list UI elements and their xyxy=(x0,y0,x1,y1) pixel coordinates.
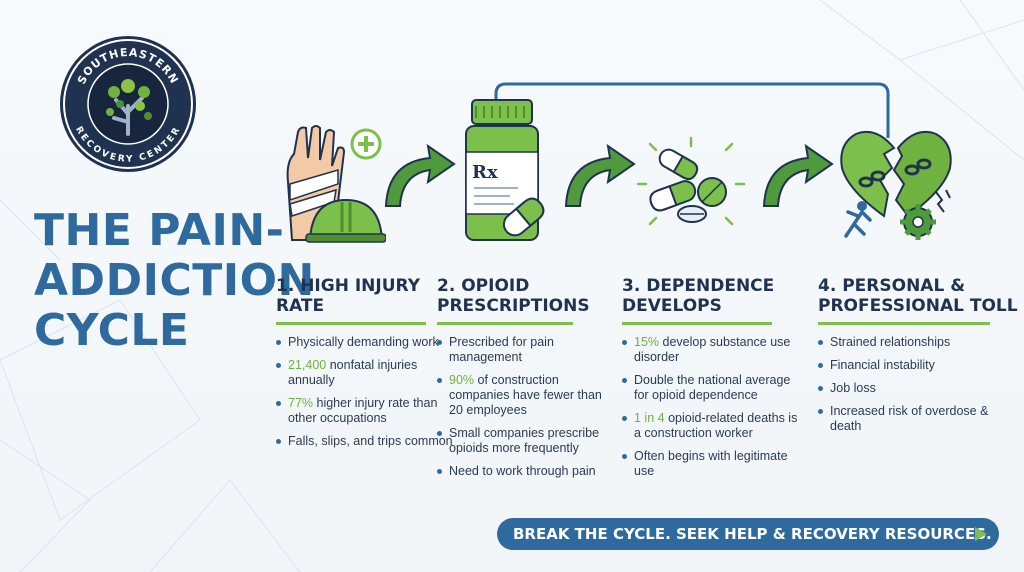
bullet-list: Prescribed for pain management 90% of co… xyxy=(437,335,617,479)
list-item: Prescribed for pain management xyxy=(437,335,617,365)
list-item: Physically demanding work xyxy=(276,335,456,350)
list-item: Strained relationships xyxy=(818,335,1014,350)
step-title-line: PROFESSIONAL TOLL xyxy=(818,296,1018,316)
title-underline xyxy=(622,322,772,325)
broken-heart-icon xyxy=(840,130,952,240)
list-item: Often begins with legitimate use xyxy=(622,449,802,479)
list-item: Job loss xyxy=(818,381,1014,396)
step-title-line: 4. PERSONAL & xyxy=(818,276,966,296)
title-line-1: THE PAIN- xyxy=(34,205,285,256)
flow-arrow-icon xyxy=(762,143,834,207)
step-1-injury-rate: 1. HIGH INJURY RATE Physically demanding… xyxy=(276,276,456,457)
prescription-bottle-icon: Rx xyxy=(465,99,545,241)
title-underline xyxy=(818,322,990,325)
seek-help-button[interactable]: BREAK THE CYCLE. SEEK HELP & RECOVERY RE… xyxy=(497,518,999,550)
flow-arrow-icon xyxy=(384,143,456,207)
list-item: Falls, slips, and trips common xyxy=(276,434,456,449)
bullet-list: Physically demanding work 21,400 nonfata… xyxy=(276,335,456,449)
step-title: 3. DEPENDENCE DEVELOPS xyxy=(622,276,802,316)
list-item: 77% higher injury rate than other occupa… xyxy=(276,396,456,426)
list-item: 1 in 4 opioid-related deaths is a constr… xyxy=(622,411,802,441)
step-title-line: RATE xyxy=(276,296,325,316)
step-3-dependence-develops: 3. DEPENDENCE DEVELOPS 15% develop subst… xyxy=(622,276,802,487)
title-line-2: ADDICTION xyxy=(34,255,315,306)
flow-arrow-icon xyxy=(564,143,636,207)
step-title-line: PRESCRIPTIONS xyxy=(437,296,590,316)
play-icon xyxy=(975,527,987,541)
rx-label: Rx xyxy=(472,162,498,183)
bullet-list: 15% develop substance use disorder Doubl… xyxy=(622,335,802,479)
title-underline xyxy=(437,322,573,325)
list-item: Double the national average for opioid d… xyxy=(622,373,802,403)
southeastern-recovery-logo: SOUTHEASTERN RECOVERY CENTER xyxy=(60,36,196,172)
step-2-opioid-prescriptions: 2. OPIOID PRESCRIPTIONS Prescribed for p… xyxy=(437,276,617,487)
step-title: 2. OPIOID PRESCRIPTIONS xyxy=(437,276,617,316)
title-line-3: CYCLE xyxy=(34,305,190,356)
step-title-line: 1. HIGH INJURY xyxy=(276,276,421,296)
cta-label: BREAK THE CYCLE. SEEK HELP & RECOVERY RE… xyxy=(513,525,992,543)
list-item: 90% of construction companies have fewer… xyxy=(437,373,617,418)
list-item: Increased risk of overdose & death xyxy=(818,404,1014,434)
list-item: 21,400 nonfatal injuries annually xyxy=(276,358,456,388)
page-title: THE PAIN- ADDICTION CYCLE xyxy=(34,205,315,356)
pills-icon xyxy=(636,136,746,226)
step-title: 4. PERSONAL & PROFESSIONAL TOLL xyxy=(818,276,1018,316)
list-item: Financial instability xyxy=(818,358,1014,373)
bullet-list: Strained relationships Financial instabi… xyxy=(818,335,1014,434)
step-title-line: DEVELOPS xyxy=(622,296,722,316)
step-4-personal-professional-toll: 4. PERSONAL & PROFESSIONAL TOLL Strained… xyxy=(818,276,1018,442)
list-item: 15% develop substance use disorder xyxy=(622,335,802,365)
falling-person-icon xyxy=(844,201,872,238)
step-title-line: 3. DEPENDENCE xyxy=(622,276,775,296)
list-item: Need to work through pain xyxy=(437,464,617,479)
step-title: 1. HIGH INJURY RATE xyxy=(276,276,456,316)
step-title-line: 2. OPIOID xyxy=(437,276,530,296)
title-underline xyxy=(276,322,426,325)
tree-logo-icon xyxy=(106,79,152,136)
injured-hand-hardhat-icon xyxy=(286,125,386,243)
list-item: Small companies prescribe opioids more f… xyxy=(437,426,617,456)
gear-icon xyxy=(900,204,936,240)
